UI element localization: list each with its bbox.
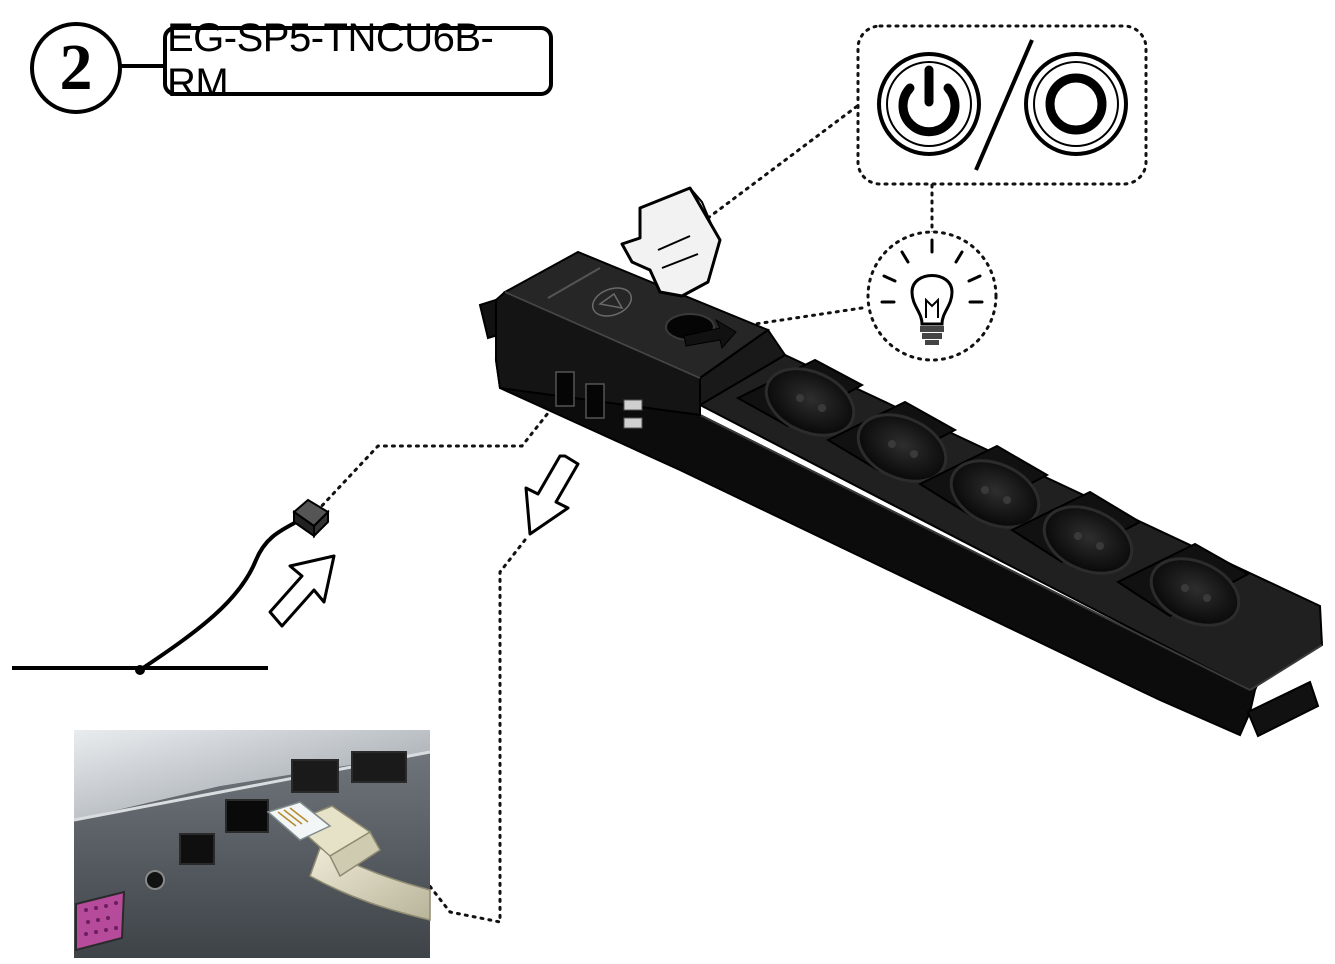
- model-name: EG-SP5-TNCU6B-RM: [167, 16, 494, 105]
- light-bulb-icon: [866, 230, 998, 362]
- usb-port-bottom: [623, 417, 643, 429]
- power-icon: [877, 52, 981, 156]
- dotted-line-out-port-to-laptop: [423, 538, 527, 924]
- laptop-audio-jack: [145, 870, 165, 890]
- rj-connector-icon: [292, 498, 330, 539]
- step-number: 2: [59, 31, 93, 104]
- socket-2: [825, 400, 958, 483]
- laptop-photo: [73, 730, 431, 958]
- circle-off-icon: [1024, 52, 1128, 156]
- laptop-ethernet-port: [225, 799, 269, 833]
- dotted-line-switch-to-icons: [706, 96, 870, 220]
- incoming-cable: [138, 518, 301, 672]
- step-number-badge: 2: [30, 22, 122, 114]
- dotted-line-in-port-to-cable: [316, 406, 554, 512]
- arrow-in-icon: [268, 554, 336, 628]
- lan-port-out: [585, 383, 605, 419]
- usb-port-top: [623, 399, 643, 411]
- socket-4: [1009, 490, 1143, 575]
- on-off-slash: [974, 39, 1034, 171]
- press-arrow-icon: [683, 318, 737, 350]
- dotted-lines: [316, 96, 934, 924]
- strip-right-tab: [1246, 680, 1320, 738]
- lan-port-in: [555, 371, 575, 407]
- dotted-line-bulb-to-indicator: [733, 306, 864, 329]
- socket-5: [1115, 542, 1251, 627]
- control-head-right: [699, 328, 787, 407]
- model-label: EG-SP5-TNCU6B-RM: [163, 16, 553, 105]
- socket-1: [735, 358, 865, 437]
- power-strip: [478, 250, 1324, 738]
- arrow-out-icon: [524, 454, 580, 536]
- step-connector-line: [121, 64, 165, 68]
- pointing-hand-icon: [620, 186, 722, 298]
- socket-3: [917, 444, 1050, 529]
- laptop-vga-port: [75, 890, 126, 952]
